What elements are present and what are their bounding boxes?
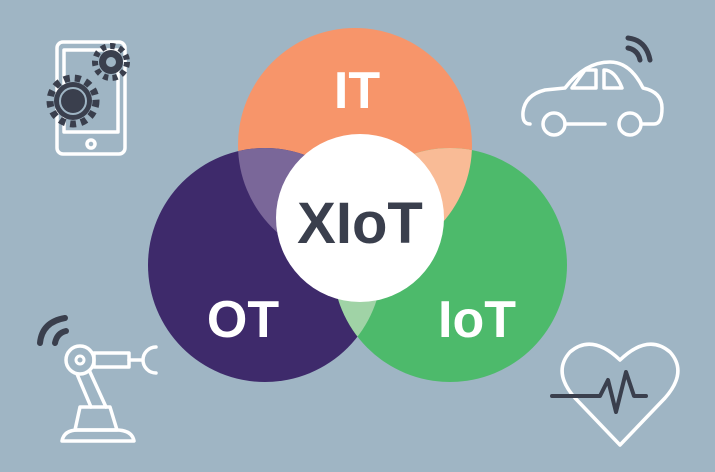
robotic-arm-wireless-icon bbox=[37, 315, 158, 443]
xiot-label: XIoT bbox=[297, 191, 423, 256]
heart-heartbeat-icon bbox=[550, 342, 680, 447]
ot-label: OT bbox=[207, 291, 279, 349]
connected-car-icon bbox=[521, 35, 664, 137]
xiot-center-circle bbox=[276, 134, 444, 302]
smartphone-gears-icon bbox=[46, 40, 130, 156]
it-label: IT bbox=[334, 62, 380, 120]
iot-label: IoT bbox=[438, 291, 516, 349]
